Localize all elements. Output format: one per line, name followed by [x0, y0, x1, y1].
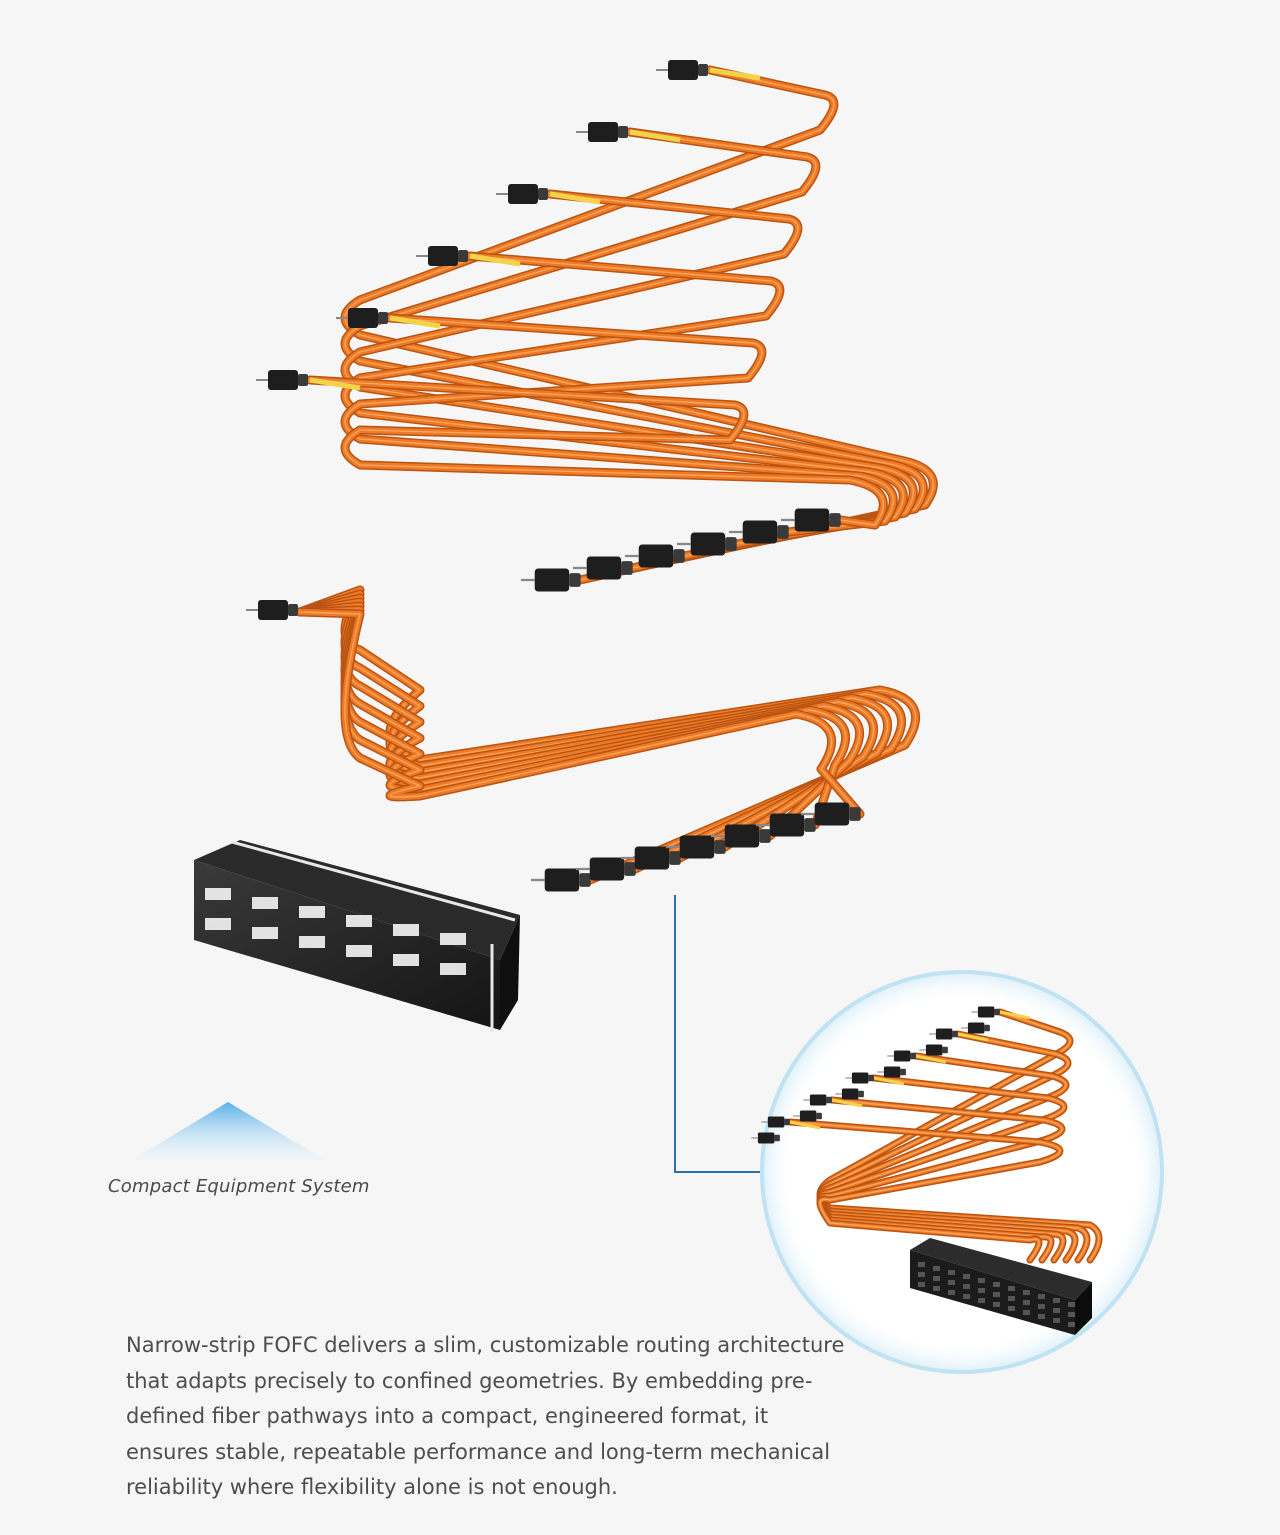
lc-connector-icon — [676, 532, 737, 556]
lc-connector-icon — [246, 600, 298, 620]
lc-connector-icon — [572, 556, 633, 580]
lc-connector-icon — [576, 122, 628, 142]
diagram-description: Narrow-strip FOFC delivers a slim, custo… — [126, 1333, 845, 1499]
lc-connector-icon — [665, 835, 726, 859]
lc-connector-icon — [416, 246, 468, 266]
lc-connector-icon — [835, 1088, 864, 1100]
connector-group — [246, 60, 861, 892]
zoomed-fiber-bundle — [786, 1008, 1103, 1264]
lc-connector-icon — [728, 520, 789, 544]
lc-connector-icon — [520, 568, 581, 592]
magnifier-circle-icon — [751, 970, 1164, 1374]
equipment-housing-icon — [194, 840, 520, 1032]
lc-connector-icon — [620, 846, 681, 870]
lc-connector-icon — [929, 1028, 958, 1040]
diagram-caption: Compact Equipment System — [108, 1176, 370, 1197]
upper-fiber-bundle — [305, 65, 938, 585]
lc-connector-icon — [793, 1110, 822, 1122]
lc-connector-icon — [336, 308, 388, 328]
lc-connector-icon — [575, 857, 636, 881]
lc-connector-icon — [656, 60, 708, 80]
lc-connector-icon — [624, 544, 685, 568]
lc-connector-icon — [256, 370, 308, 390]
lc-connector-icon — [887, 1050, 916, 1062]
lc-connector-icon — [971, 1006, 1000, 1018]
lc-connector-icon — [530, 868, 591, 892]
lc-connector-icon — [845, 1072, 874, 1084]
lc-connector-icon — [803, 1094, 832, 1106]
lc-connector-icon — [800, 802, 861, 826]
lc-connector-icon — [751, 1132, 780, 1144]
lc-connector-icon — [710, 824, 771, 848]
lc-connector-icon — [496, 184, 548, 204]
lc-connector-icon — [919, 1044, 948, 1056]
lc-connector-icon — [961, 1022, 990, 1034]
lc-connector-icon — [877, 1066, 906, 1078]
triangle-marker-icon — [132, 1102, 325, 1160]
lc-connector-icon — [755, 813, 816, 837]
zoomed-connector-group — [751, 1006, 1000, 1144]
equipment-slots — [205, 888, 466, 975]
lower-fiber-bundle — [295, 585, 920, 885]
zoomed-equipment-housing-icon — [910, 1238, 1092, 1335]
lc-connector-icon — [761, 1116, 790, 1128]
callout-line — [674, 895, 770, 1173]
lc-connector-icon — [780, 508, 841, 532]
